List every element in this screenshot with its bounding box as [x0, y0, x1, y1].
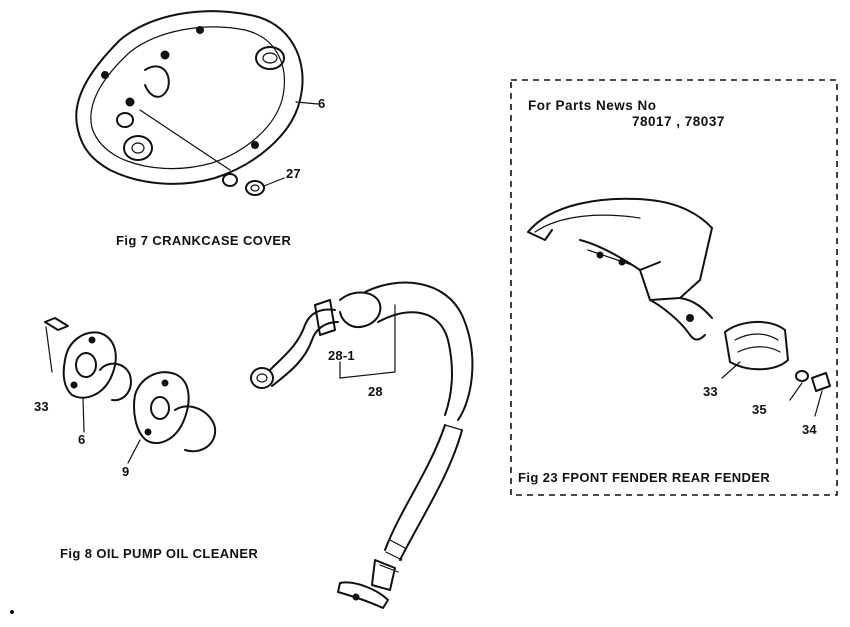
crankcase-cover-drawing — [75, 10, 319, 196]
fig7-caption: Fig 7 CRANKCASE COVER — [116, 233, 292, 248]
callout-35: 35 — [752, 402, 767, 417]
callout-9: 9 — [122, 464, 130, 479]
callout-28-1: 28-1 — [328, 348, 355, 363]
callout-6-crankcase: 6 — [318, 96, 326, 111]
fender-drawing — [527, 197, 831, 417]
fig23-caption: Fig 23 FPONT FENDER REAR FENDER — [518, 470, 771, 485]
callout-28: 28 — [368, 384, 383, 399]
callout-33-oil-pump: 33 — [34, 399, 49, 414]
oil-pump-drawing — [44, 317, 217, 464]
callout-6-oil-pump: 6 — [78, 432, 86, 447]
fig23-dashed-frame — [510, 79, 838, 496]
fig23-note-line2: 78017 , 78037 — [632, 114, 725, 129]
fig23-note-line1: For Parts News No — [528, 98, 657, 113]
oil-hose-drawing — [250, 281, 474, 609]
callout-27: 27 — [286, 166, 301, 181]
callout-34: 34 — [802, 422, 817, 437]
callout-33-fender: 33 — [703, 384, 718, 399]
fig8-caption: Fig 8 OIL PUMP OIL CLEANER — [60, 546, 259, 561]
